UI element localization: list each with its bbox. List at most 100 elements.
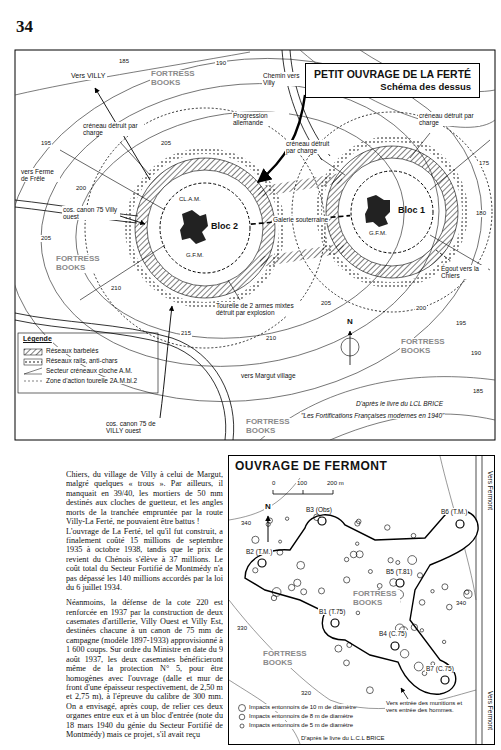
damage-note: créneau détruit par charge	[285, 140, 339, 154]
watermark: FORTRESS BOOKS	[55, 255, 103, 273]
legend-text: Réseaux rails, anti-chars	[46, 357, 118, 364]
arrows	[95, 88, 452, 418]
fermont-contours	[229, 478, 300, 520]
crater-mark	[344, 557, 348, 561]
crater-mark	[464, 590, 472, 598]
roads	[15, 320, 226, 440]
barbed-wire	[135, 146, 458, 298]
legend-samples	[24, 368, 42, 374]
legend-heading: Légende	[22, 335, 53, 343]
crater-mark	[420, 629, 423, 632]
crater-legend-samples	[239, 705, 246, 729]
leader-lines	[120, 133, 430, 300]
contour-value: 205	[320, 300, 332, 307]
title-box: PETIT OUVRAGE DE LA FERTÉSchéma des dess…	[305, 63, 480, 98]
anti-tank-rails	[319, 139, 465, 285]
crater-mark	[344, 660, 350, 666]
contour-value: 200	[75, 185, 87, 192]
crater-mark	[419, 600, 425, 606]
legend-text: Secteur créneaux cloche A.M.	[46, 367, 132, 374]
part-label: CL.A.M.	[178, 196, 202, 203]
entrance-arrow	[401, 688, 408, 699]
barbed-wire	[135, 146, 458, 298]
watermark: FORTRESS BOOKS	[262, 650, 310, 668]
crater-mark	[396, 561, 400, 565]
crater-mark	[297, 561, 305, 569]
crater-mark	[442, 584, 448, 590]
contour-value: 320	[300, 690, 312, 697]
arrows	[160, 306, 172, 418]
legend-text: Zone d'action tourelle 2A.M.bl.2	[46, 377, 137, 384]
block-label: B7 (C.75)	[425, 665, 455, 672]
compass	[350, 331, 351, 365]
crater-mark	[294, 579, 301, 586]
block-label: B5 (T.81)	[385, 568, 413, 575]
block-label: B6 (T.M.)	[440, 508, 468, 515]
legend-text: Impacts entonnoirs de 5 m de diamètre	[249, 722, 353, 729]
leader-lines	[320, 158, 345, 175]
attack-label: Progression allemande	[232, 112, 289, 126]
legend-text: Impacts entonnoirs de 10 m de diamètre	[249, 704, 356, 711]
legend-samples	[24, 349, 42, 355]
crater-mark	[442, 640, 445, 643]
block-label: B1 (T.75)	[318, 608, 346, 615]
crater-mark	[408, 556, 417, 565]
scale-value: 200 m	[326, 480, 345, 487]
contour-value: 190	[215, 60, 227, 67]
contour-value: 200	[415, 305, 427, 312]
legend-samples	[24, 359, 42, 365]
contour-lines	[300, 50, 495, 127]
contour-value: 185	[472, 388, 484, 395]
contour-value: 330	[236, 625, 248, 632]
source-note: "Les Fortifications Françaises modernes …	[300, 412, 445, 419]
contour-lines	[15, 52, 250, 95]
legend-text: Réseaux barbelés	[46, 347, 98, 354]
contour-value: 195	[40, 140, 52, 147]
map-title: PETIT OUVRAGE DE LA FERTÉ	[314, 68, 471, 81]
arrows	[258, 95, 305, 182]
gallery-connector	[251, 216, 350, 225]
contour-value: 340	[240, 520, 252, 527]
arrows	[120, 216, 145, 224]
crater-mark	[417, 573, 422, 578]
crater-mark	[335, 645, 342, 652]
watermark: FORTRESS BOOKS	[150, 70, 198, 88]
crater-mark	[367, 687, 374, 694]
contour-value: 185	[118, 58, 130, 65]
fermont-contours	[229, 680, 300, 744]
block-label: B3 (Obs)	[305, 506, 333, 513]
crater-mark	[344, 577, 350, 583]
arrows	[436, 250, 452, 262]
action-zones	[85, 108, 492, 348]
fermont-outline	[245, 510, 478, 694]
direction-label: Vers VILLY	[70, 72, 107, 80]
crater-legend-samples	[239, 705, 246, 712]
block-label: B4 (C.75)	[378, 630, 408, 637]
entrance-arrow	[401, 688, 408, 699]
crater-mark	[277, 549, 283, 555]
direction-label: vers Ferme de Frêle	[20, 168, 60, 182]
part-label: G.F.M.	[185, 252, 205, 259]
casemate-label: cos. canon 75 Villy ouest	[62, 206, 120, 220]
fermont-north-arrow	[268, 516, 269, 542]
legend-text: Impacts entonnoirs de 8 m de diamètre	[249, 713, 353, 720]
paragraph: Néanmoins, la défense de la cote 220 est…	[66, 598, 223, 739]
blockhouse-circle: Bloc 1	[350, 170, 434, 254]
barbed-wire	[258, 178, 342, 192]
block-name: Bloc 1	[398, 206, 425, 215]
map-frame	[15, 50, 495, 440]
crater-mark	[253, 568, 258, 573]
damage-note: créneau détruit par charge	[418, 112, 480, 126]
fermont-contours	[229, 456, 476, 744]
crater-mark	[288, 584, 294, 590]
barbed-wire	[147, 170, 263, 286]
panel-heading: OUVRAGE DE FERMONT	[235, 460, 387, 473]
block-label: B2 (T.M.)	[245, 548, 273, 555]
crater-mark	[377, 584, 382, 589]
crater-mark	[388, 558, 393, 563]
direction-label: Vers Fermont	[487, 690, 494, 731]
barbed-wire	[332, 152, 452, 272]
contour-value: 195	[455, 320, 467, 327]
blockhouse-circle: Bloc 2	[159, 182, 251, 274]
